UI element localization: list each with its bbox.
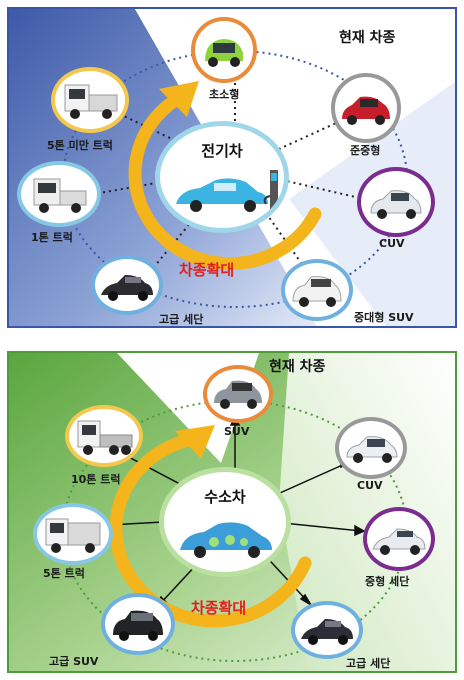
ev-diagram-panel: 전기차 현재 차종 차종확대 초소형 준중형 xyxy=(7,7,457,328)
ev-node-small-truck xyxy=(51,67,129,133)
ev-center-label: 전기차 xyxy=(201,142,243,160)
small-truck-icon xyxy=(64,84,118,119)
ev-node-1ton-truck xyxy=(17,161,101,227)
luxury-suv-icon xyxy=(113,610,163,641)
hydrogen-node-suv-label: SUV xyxy=(224,425,250,438)
hydrogen-current-models-title: 현재 차종 xyxy=(269,359,326,375)
hydrogen-node-5ton-truck-label: 5톤 트럭 xyxy=(43,567,85,580)
hydrogen-node-10ton-truck xyxy=(65,405,143,467)
hydrogen-node-5ton-truck xyxy=(33,503,113,565)
suv-icon xyxy=(214,380,262,409)
large-suv-icon xyxy=(292,276,342,307)
ten-ton-truck-icon xyxy=(77,420,133,455)
one-ton-truck-icon xyxy=(33,178,87,213)
hydrogen-node-midsize-sedan xyxy=(363,507,435,571)
ev-node-1ton-truck-label: 1톤 트럭 xyxy=(31,231,73,244)
ev-node-luxury-sedan-label: 고급 세단 xyxy=(159,313,204,326)
ev-node-compact xyxy=(331,73,401,143)
hydrogen-node-cuv-label: CUV xyxy=(357,479,383,492)
hydrogen-node-10ton-truck-label: 10톤 트럭 xyxy=(71,473,121,486)
hydrogen-node-luxury-sedan xyxy=(291,601,363,659)
hydrogen-node-cuv xyxy=(335,417,407,479)
hydrogen-node-luxury-suv-label: 고급 SUV xyxy=(49,655,99,668)
five-ton-truck-icon xyxy=(45,518,101,553)
cuv-icon-2 xyxy=(346,436,398,463)
luxury-sedan-icon xyxy=(101,275,153,301)
ev-node-small-truck-label: 5톤 미만 트럭 xyxy=(47,139,113,152)
ev-expansion-label: 차종확대 xyxy=(179,261,235,279)
ev-node-micro xyxy=(191,17,257,83)
ev-current-models-title: 현재 차종 xyxy=(339,30,396,46)
midsize-sedan-icon xyxy=(372,528,426,555)
ev-charging-car-icon xyxy=(176,170,278,212)
compact-suv-icon xyxy=(342,96,390,125)
hydrogen-diagram-panel: 수소차 현재 차종 차종확대 SUV CUV 중형 세단 xyxy=(7,351,457,673)
luxury-sedan-icon-2 xyxy=(301,619,353,645)
micro-car-icon xyxy=(205,39,243,67)
ev-node-large-suv-label: 중대형 SUV xyxy=(354,311,414,324)
hydrogen-expansion-label: 차종확대 xyxy=(191,599,247,617)
hydrogen-center-node: 수소차 xyxy=(159,467,291,577)
hydrogen-node-luxury-sedan-label: 고급 세단 xyxy=(346,657,391,670)
hydrogen-node-suv xyxy=(203,365,273,423)
hydrogen-node-luxury-suv xyxy=(101,593,175,655)
ev-node-cuv-label: CUV xyxy=(379,237,405,250)
ev-node-luxury-sedan xyxy=(91,255,163,315)
ev-node-compact-label: 준중형 xyxy=(350,144,381,157)
hydrogen-car-icon xyxy=(180,522,272,558)
cuv-icon xyxy=(370,190,422,219)
ev-node-cuv xyxy=(357,167,435,237)
hydrogen-center-label: 수소차 xyxy=(204,488,246,506)
ev-node-large-suv xyxy=(281,259,353,321)
hydrogen-node-midsize-sedan-label: 중형 세단 xyxy=(365,575,410,588)
ev-node-micro-label: 초소형 xyxy=(209,88,240,101)
ev-center-node: 전기차 xyxy=(155,121,289,233)
